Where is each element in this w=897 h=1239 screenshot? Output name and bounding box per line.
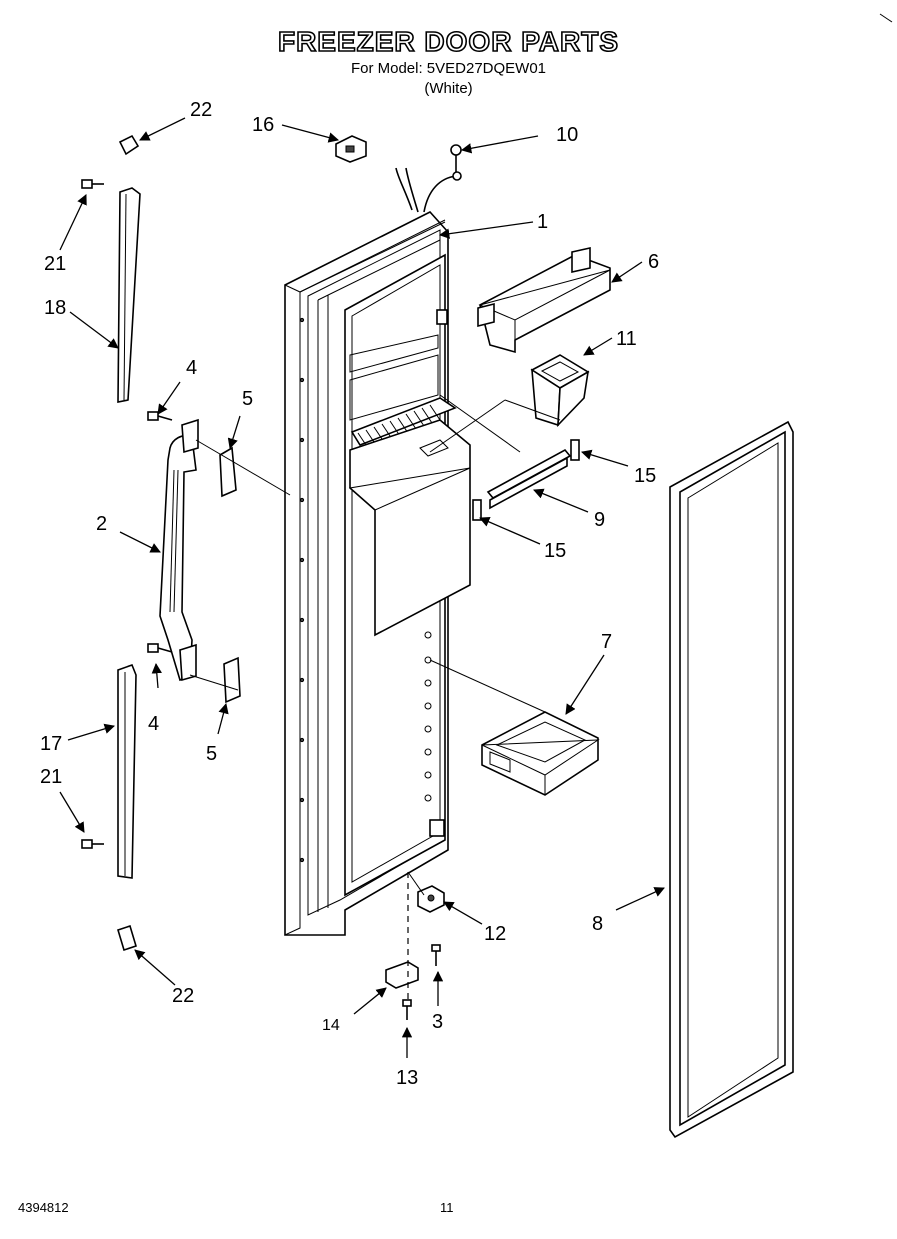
callout-13: 13 (396, 1067, 418, 1089)
callout-9: 9 (594, 509, 605, 531)
callout-16: 16 (252, 114, 274, 136)
callout-7: 7 (601, 631, 612, 653)
callout-17: 17 (40, 733, 62, 755)
callout-15-lower: 15 (544, 540, 566, 562)
clip-part-15-upper (570, 439, 580, 461)
trim-strip-part-18 (117, 187, 141, 403)
tray-part-7 (481, 711, 600, 796)
clip-part-22-lower (117, 924, 137, 952)
callout-1: 1 (537, 211, 548, 233)
handle-part-2 (159, 418, 199, 682)
callout-14: 14 (322, 1017, 340, 1034)
callout-6: 6 (648, 251, 659, 273)
screw-part-3 (431, 944, 441, 966)
connector-part-16 (335, 135, 367, 163)
model-line: For Model: 5VED27DQEW01 (350, 60, 547, 77)
callout-10: 10 (556, 124, 578, 146)
clip-part-5-lower (223, 656, 241, 704)
document-number: 4394812 (18, 1200, 69, 1215)
hinge-part-12 (417, 885, 445, 913)
clip-part-5-upper (219, 446, 237, 498)
callout-15-upper: 15 (634, 465, 656, 487)
screw-part-21-lower (81, 839, 104, 849)
chute-part-11 (530, 354, 590, 428)
screw-part-4-lower (147, 643, 173, 653)
door-bin-part-6 (477, 247, 611, 354)
callout-4-upper: 4 (186, 357, 197, 379)
strip-part-9 (486, 448, 572, 510)
callout-4-lower: 4 (148, 713, 159, 735)
screw-part-13 (402, 999, 412, 1020)
switch-part-10 (450, 144, 462, 181)
color-line: (White) (424, 80, 473, 97)
dispenser-housing (348, 419, 471, 637)
callout-22-lower: 22 (172, 985, 194, 1007)
trim-strip-part-17 (117, 663, 137, 879)
callout-5-lower: 5 (206, 743, 217, 765)
clip-part-22-upper (118, 134, 140, 156)
page-title: FREEZER DOOR PARTS (277, 25, 620, 58)
callout-21-upper: 21 (44, 253, 66, 275)
callout-2: 2 (96, 513, 107, 535)
callout-18: 18 (44, 297, 66, 319)
callout-21-lower: 21 (40, 766, 62, 788)
callout-11: 11 (616, 328, 637, 350)
screw-part-21-upper (81, 179, 104, 189)
callout-5-upper: 5 (242, 388, 253, 410)
callout-12: 12 (484, 923, 506, 945)
screw-part-4-upper (147, 411, 173, 421)
callout-3: 3 (432, 1011, 443, 1033)
clip-part-15-lower (472, 499, 482, 521)
gasket-part-8 (669, 420, 794, 1139)
bracket-part-14 (385, 961, 419, 989)
door-panel (284, 167, 471, 936)
callout-8: 8 (592, 913, 603, 935)
callout-22-upper: 22 (190, 99, 212, 121)
page-number: 11 (440, 1200, 454, 1215)
